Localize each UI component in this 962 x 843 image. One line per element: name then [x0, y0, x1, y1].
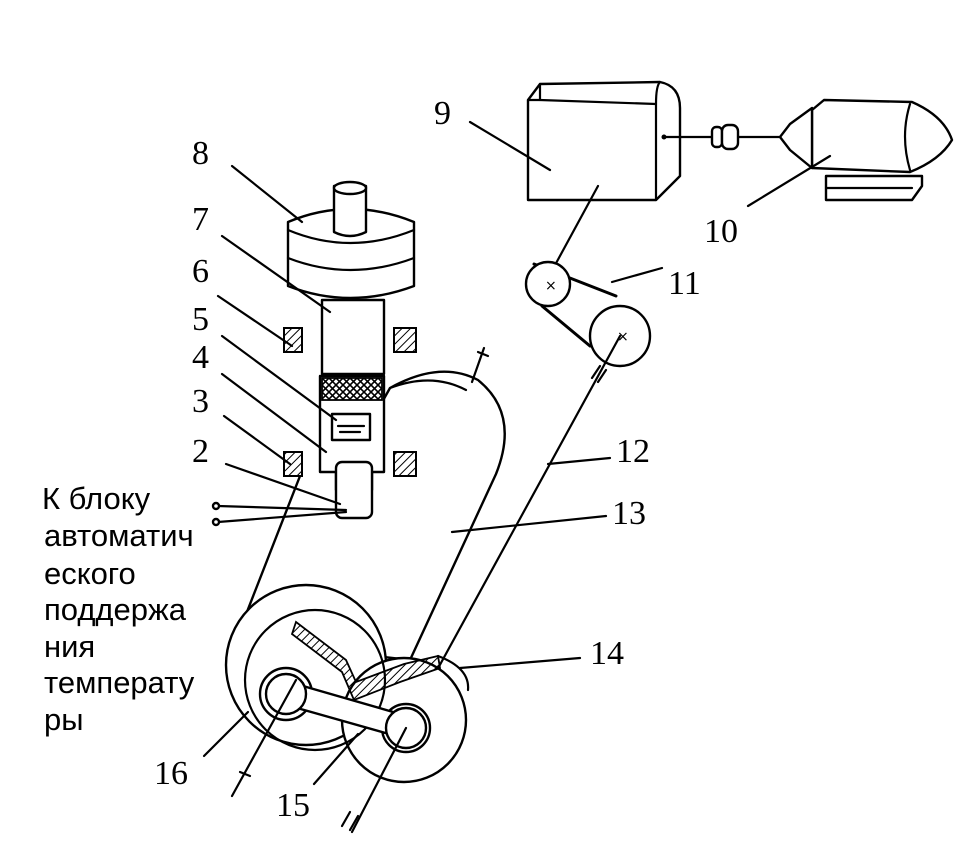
label-10: 10: [704, 213, 738, 250]
part-number-labels: 8 7 6 5 4 3 2 9 10 11 12 13 14 15 16: [154, 95, 738, 824]
svg-text:×: ×: [545, 278, 557, 294]
label-4: 4: [192, 339, 209, 376]
label-11: 11: [668, 265, 701, 302]
caption-line-3: еского: [44, 556, 136, 591]
temperature-control-caption: К блоку автоматич еского поддержа ния те…: [42, 481, 195, 737]
electric-motor: [778, 98, 954, 202]
press-assembly: [211, 180, 417, 527]
caption-line-2: автоматич: [44, 518, 194, 553]
label-5: 5: [192, 301, 209, 338]
label-16: 16: [154, 755, 188, 792]
caption-line-7: ры: [44, 702, 84, 737]
label-7: 7: [192, 201, 209, 238]
label-3: 3: [192, 383, 209, 420]
label-15: 15: [276, 787, 310, 824]
coupling: [662, 123, 792, 151]
label-13: 13: [612, 495, 646, 532]
label-12: 12: [616, 433, 650, 470]
caption-line-1: К блоку: [42, 481, 151, 516]
label-2: 2: [192, 433, 209, 470]
caption-line-4: поддержа: [44, 592, 187, 627]
label-8: 8: [192, 135, 209, 172]
caption-line-5: ния: [44, 629, 95, 664]
label-9: 9: [434, 95, 451, 132]
label-14: 14: [590, 635, 624, 672]
drive-shaft: [434, 334, 622, 674]
leader-lines: [202, 120, 832, 786]
label-6: 6: [192, 253, 209, 290]
caption-line-6: температу: [44, 665, 195, 700]
gearbox-block: [526, 80, 682, 202]
svg-text:×: ×: [617, 329, 629, 345]
gear-pair: [224, 583, 470, 834]
